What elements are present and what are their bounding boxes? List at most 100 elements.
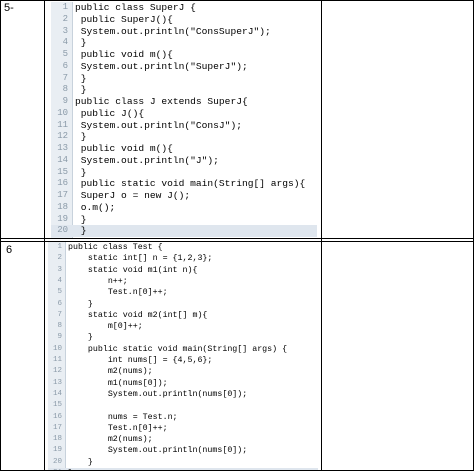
line-number: 15 xyxy=(52,401,62,410)
line-number: 17 xyxy=(57,190,68,200)
code-line: 11 System.out.println("ConsJ"); xyxy=(51,120,317,132)
line-number: 14 xyxy=(52,389,62,398)
code-text: public SuperJ(){ xyxy=(75,13,173,25)
line-number: 19 xyxy=(52,446,62,455)
code-text: System.out.println("ConsJ"); xyxy=(75,119,242,131)
code-text: public void m(){ xyxy=(75,49,173,60)
code-line: 14 System.out.println("J"); xyxy=(51,155,317,167)
code-text: static int[] n = {1,2,3}; xyxy=(68,254,213,264)
code-line: 9 } xyxy=(48,332,318,343)
line-number: 4 xyxy=(57,276,62,285)
answer-cell-q5[interactable] xyxy=(322,1,473,238)
line-number: 3 xyxy=(57,265,62,274)
code-text: public class SuperJ { xyxy=(75,2,196,13)
answer-cell-q6[interactable] xyxy=(322,242,473,470)
code-line: 16 nums = Test.n; xyxy=(48,412,318,423)
code-text: System.out.println("SuperJ"); xyxy=(75,60,248,72)
code-line: 2 public SuperJ(){ xyxy=(51,14,317,26)
code-line: 12 } xyxy=(51,131,317,143)
code-line: 20 } xyxy=(51,225,317,237)
code-text: public void m(){ xyxy=(75,143,173,154)
line-number: 21 xyxy=(48,468,62,470)
line-number: 1 xyxy=(57,243,62,251)
code-line: 5 public void m(){ xyxy=(51,49,317,61)
code-text: public class J extends SuperJ{ xyxy=(75,96,248,107)
table-top-border xyxy=(0,0,474,1)
line-number: 18 xyxy=(52,435,62,444)
code-line: 13 public void m(){ xyxy=(51,143,317,155)
code-text: public J(){ xyxy=(75,107,145,119)
code-text: } xyxy=(75,131,87,143)
code-text: public static void main(String[] args) { xyxy=(68,344,288,354)
code-text: } xyxy=(68,468,73,470)
line-number: 15 xyxy=(57,166,68,177)
code-line: 8 } xyxy=(51,84,317,96)
code-text: System.out.println("J"); xyxy=(75,154,219,166)
code-line: 17 Test.n[0]++; xyxy=(48,423,318,434)
code-text: } xyxy=(68,457,93,467)
code-line: 7 static void m2(int[] m){ xyxy=(48,310,318,321)
question-number: 6 xyxy=(6,244,13,256)
code-text: public static void main(String[] args){ xyxy=(75,178,306,190)
code-text: } xyxy=(75,84,87,96)
code-text: nums = Test.n; xyxy=(68,412,178,422)
code-text: m2(nums); xyxy=(68,367,153,377)
line-number: 19 xyxy=(57,213,68,224)
table-bottom-border xyxy=(0,470,474,471)
code-line: 8 m[0]++; xyxy=(48,321,318,332)
table-left-border xyxy=(0,0,1,471)
code-line: 10 public J(){ xyxy=(51,108,317,120)
line-number: 10 xyxy=(57,107,68,118)
line-number: 6 xyxy=(62,60,68,71)
line-number: 5 xyxy=(57,288,62,297)
code-text: static void m2(int[] m){ xyxy=(68,310,208,320)
code-text: m[0]++; xyxy=(68,322,143,332)
code-line: 19 } xyxy=(51,214,317,226)
code-line: 19 System.out.println(nums[0]); xyxy=(48,445,318,456)
code-line: 1 public class SuperJ { xyxy=(51,2,317,14)
code-line: 3 System.out.println("ConsSuperJ"); xyxy=(51,26,317,38)
line-number: 18 xyxy=(57,201,68,212)
line-number: 2 xyxy=(57,254,62,263)
row-divider xyxy=(0,238,474,239)
code-text: } xyxy=(75,225,87,237)
code-text: SuperJ o = new J(); xyxy=(75,190,191,201)
line-number: 13 xyxy=(52,378,62,387)
code-line: 12 m2(nums); xyxy=(48,366,318,377)
code-text: static void m1(int n){ xyxy=(68,265,198,275)
code-line: 16 public static void main(String[] args… xyxy=(51,178,317,190)
code-line: 18 o.m(); xyxy=(51,202,317,214)
line-number: 3 xyxy=(62,25,68,36)
code-line: 7 } xyxy=(51,73,317,85)
code-text: n++; xyxy=(68,276,128,286)
code-text: } xyxy=(68,299,93,309)
code-text: Test.n[0]++; xyxy=(68,423,168,433)
column-divider xyxy=(44,0,45,471)
code-line: 17 SuperJ o = new J(); xyxy=(51,190,317,202)
line-number: 8 xyxy=(62,84,68,95)
code-text: m1(nums[0]); xyxy=(68,378,168,388)
code-line: 18 m2(nums); xyxy=(48,434,318,445)
code-line: 6 } xyxy=(48,299,318,310)
line-number: 9 xyxy=(62,96,68,106)
line-number: 12 xyxy=(57,131,68,142)
line-number: 14 xyxy=(57,154,68,165)
code-listing-q5: 1 public class SuperJ {2 public SuperJ(){… xyxy=(51,2,317,238)
line-number: 11 xyxy=(52,356,62,364)
code-line: 11 int nums[] = {4,5,6}; xyxy=(48,355,318,366)
code-line: 14 System.out.println(nums[0]); xyxy=(48,389,318,400)
line-number: 4 xyxy=(62,37,68,48)
code-line: 3 static void m1(int n){ xyxy=(48,265,318,276)
code-line: 15 } xyxy=(51,167,317,179)
code-line: 20 } xyxy=(48,457,318,468)
question-number: 5- xyxy=(4,2,14,14)
code-line: 4 n++; xyxy=(48,276,318,287)
line-number: 1 xyxy=(62,2,68,12)
line-number: 8 xyxy=(57,322,62,331)
line-number-gutter xyxy=(48,242,66,470)
line-number: 9 xyxy=(57,333,62,342)
code-line: 6 System.out.println("SuperJ"); xyxy=(51,61,317,73)
line-number: 6 xyxy=(57,299,62,308)
code-text: } xyxy=(75,37,87,49)
